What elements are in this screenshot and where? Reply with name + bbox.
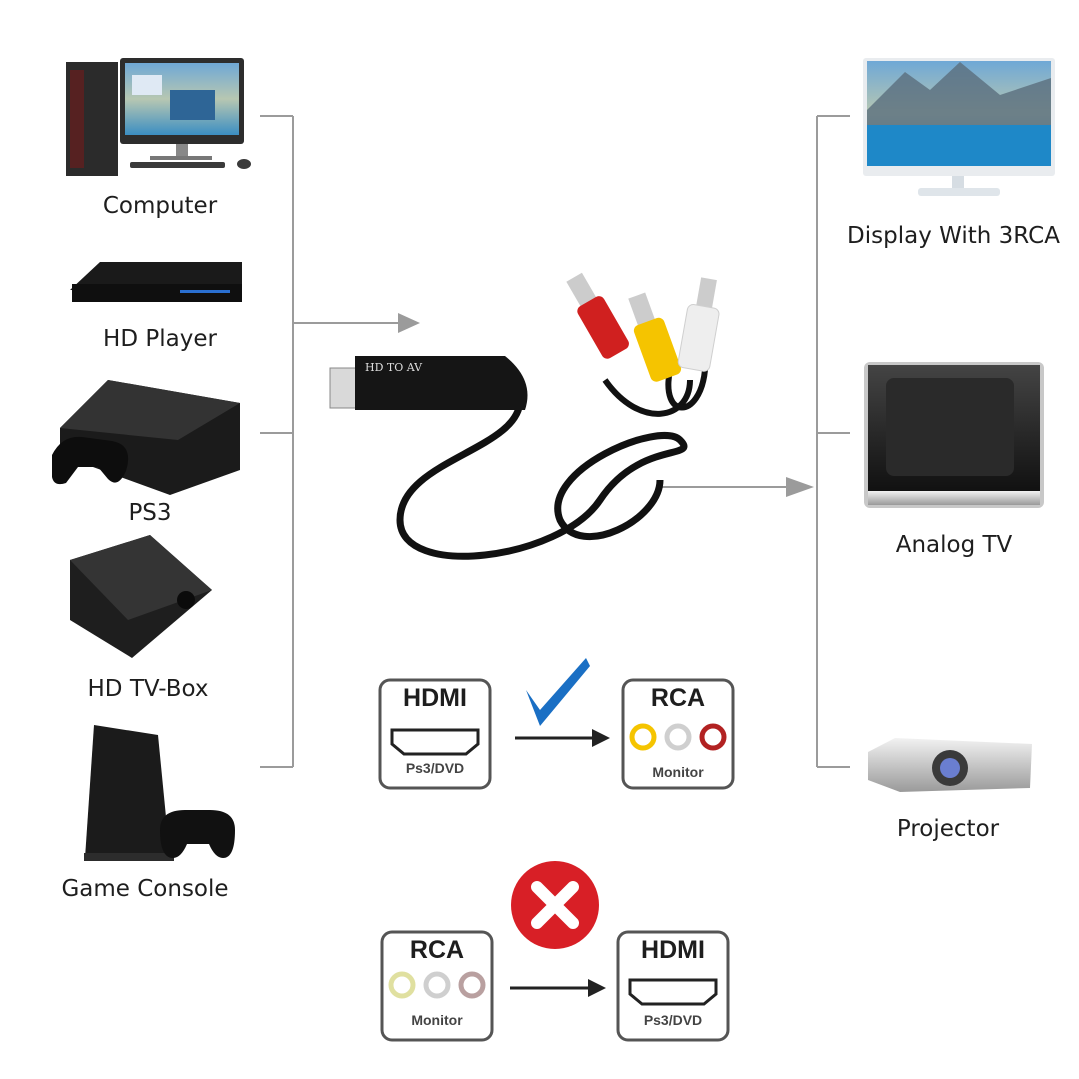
hdmi-port-icon — [628, 978, 718, 1006]
ps3-label: PS3 — [128, 500, 172, 526]
adapter-text: HD TO AV — [365, 361, 423, 374]
check-mark-icon — [526, 658, 590, 726]
rca-red-port-icon — [458, 971, 486, 999]
rca-target-subtitle: Monitor — [652, 764, 704, 780]
rca-white-port-icon — [423, 971, 451, 999]
left-arrow-head — [398, 313, 420, 333]
computer-icon — [66, 58, 251, 176]
correct-direction-row — [378, 658, 735, 790]
rca-yellow-port-icon — [629, 723, 657, 751]
wrong-direction-row — [380, 861, 730, 1042]
ps3-icon — [52, 380, 240, 495]
hd-player-icon — [70, 262, 242, 302]
rca-yellow-port-icon — [388, 971, 416, 999]
tv-box-icon — [70, 535, 212, 658]
hdmi-target-subtitle: Ps3/DVD — [643, 1012, 703, 1028]
cross-icon-glyph — [531, 881, 579, 929]
hdmi-target-box — [616, 930, 730, 1042]
rca-target-box — [621, 678, 735, 790]
rca-white-port-icon — [664, 723, 692, 751]
projector-label: Projector — [896, 816, 1000, 842]
display-icon — [863, 58, 1055, 196]
computer-label: Computer — [102, 193, 218, 219]
left-connector-lines — [260, 115, 400, 768]
right-arrow-head — [786, 477, 814, 497]
hdmi-source-box — [378, 678, 492, 790]
display-label: Display With 3RCA — [847, 223, 1060, 249]
rca-red-port-icon — [699, 723, 727, 751]
hdmi-port-icon — [390, 728, 480, 756]
projector-icon — [868, 738, 1032, 792]
arrow-right-icon — [588, 979, 606, 997]
game-console-label: Game Console — [61, 876, 229, 902]
rca-source-box — [380, 930, 494, 1042]
right-connector-lines — [660, 115, 850, 768]
tv-box-label: HD TV-Box — [87, 676, 209, 702]
arrow-right-icon — [592, 729, 610, 747]
hdmi-to-av-adapter-icon — [329, 272, 720, 560]
rca-source-title: RCA — [409, 936, 465, 964]
hdmi-target-title: HDMI — [641, 936, 705, 964]
hd-player-label: HD Player — [103, 326, 217, 352]
game-console-icon — [84, 725, 235, 861]
rca-target-title: RCA — [650, 684, 706, 712]
analog-tv-icon — [864, 362, 1044, 508]
hdmi-source-title: HDMI — [403, 684, 467, 712]
analog-tv-label: Analog TV — [895, 532, 1013, 558]
rca-source-subtitle: Monitor — [411, 1012, 463, 1028]
hdmi-source-subtitle: Ps3/DVD — [405, 760, 465, 776]
